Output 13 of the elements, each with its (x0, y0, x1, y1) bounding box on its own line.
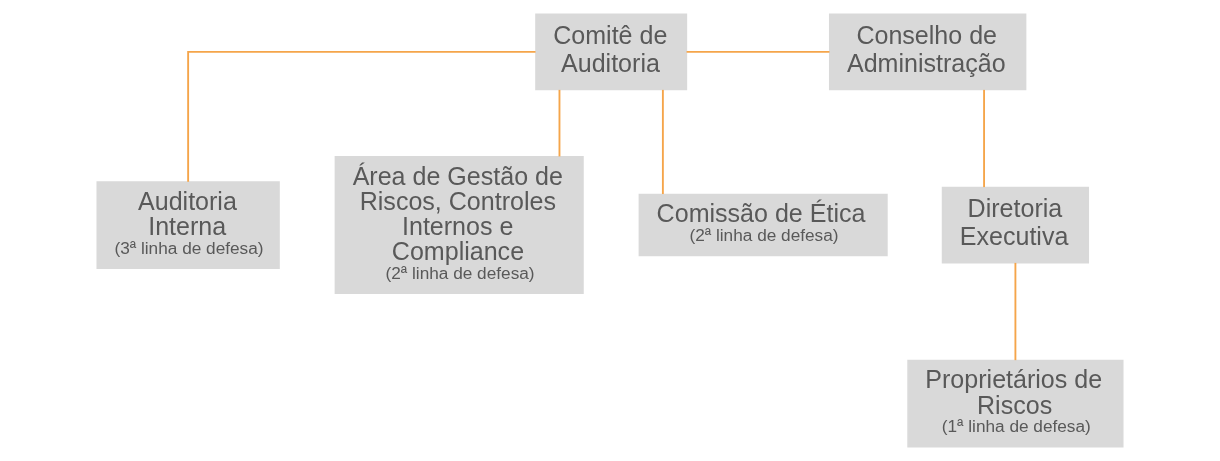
node-box: Conselho de Administração (828, 13, 1027, 91)
connector (661, 88, 664, 195)
node-box: Proprietários de Riscos (1ª linha de defesa) (907, 359, 1124, 448)
node-box: Auditoria Interna (3ª linha de defesa) (96, 181, 280, 269)
node-box: Área de Gestão de Riscos, Controles Internos e Compliance (2ª linha de defesa) (334, 156, 584, 294)
node-box: Comitê de Auditoria (535, 13, 688, 91)
node-box: Diretoria Executiva (941, 186, 1090, 264)
node-box: Comissão de Ética (2ª linha de defesa) (638, 193, 888, 257)
connector (685, 50, 831, 53)
connector (983, 88, 985, 189)
connector (558, 88, 561, 158)
connector (187, 50, 537, 183)
connector (1014, 261, 1017, 362)
